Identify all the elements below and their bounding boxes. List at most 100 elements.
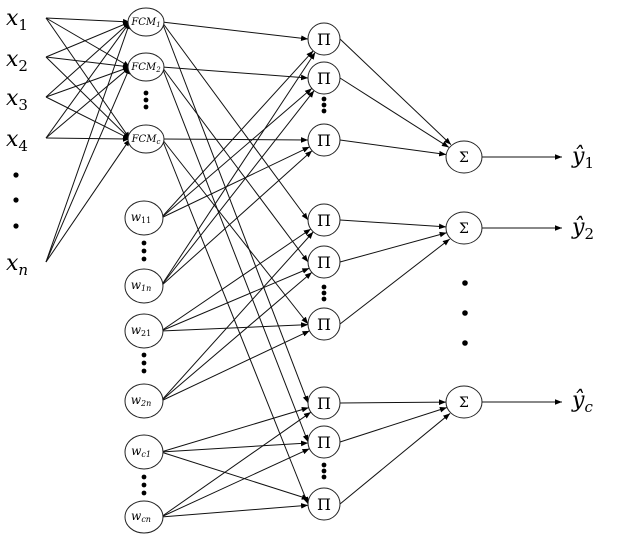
- output-y1-label: ŷ1: [571, 144, 594, 172]
- edge-28: [160, 90, 315, 287]
- edge-5: [45, 56, 131, 140]
- edge-49: [339, 407, 448, 443]
- svg-text:Π: Π: [317, 131, 331, 150]
- svg-text:FCM2: FCM2: [130, 62, 161, 74]
- edge-22: [161, 138, 309, 325]
- product-node-4: Π: [307, 203, 341, 237]
- dot-w2-3: [141, 368, 147, 374]
- edge-47: [339, 238, 451, 325]
- svg-text:Σ: Σ: [459, 150, 469, 166]
- edge-36: [160, 406, 309, 453]
- edge-33: [160, 231, 314, 402]
- svg-text:Π: Π: [317, 315, 331, 334]
- sum-node-c: Σ: [445, 385, 483, 419]
- dot-pi2-1: [321, 284, 327, 290]
- input-labels: x1 x2 x3 x4 xn: [6, 6, 28, 279]
- output-labels: ŷ1 ŷ2 ŷc: [571, 144, 594, 416]
- weight-node-wc1: wc1: [124, 434, 164, 470]
- weight-node-w21: w21: [124, 313, 164, 349]
- edge-13: [45, 66, 131, 263]
- svg-text:w2n: w2n: [131, 393, 152, 408]
- dot-pi3-2: [321, 468, 327, 474]
- edge-14: [45, 138, 131, 263]
- edge-20: [161, 66, 309, 443]
- weight-node-w11: w11: [124, 200, 164, 236]
- dot-w2-2: [141, 360, 147, 366]
- dot-pi1-1: [321, 96, 327, 102]
- dot-w2-1: [141, 352, 147, 358]
- dot-sum-3: [462, 340, 468, 346]
- connection-edges: [45, 17, 562, 518]
- edge-16: [161, 21, 309, 221]
- edge-45: [339, 219, 447, 230]
- svg-text:w21: w21: [131, 323, 151, 338]
- dot-input-2: [13, 197, 19, 203]
- dot-pi2-2: [321, 290, 327, 296]
- svg-text:Σ: Σ: [459, 221, 469, 237]
- edge-34: [160, 272, 313, 402]
- edge-2: [45, 17, 131, 140]
- edge-46: [339, 231, 447, 263]
- edge-3: [45, 21, 131, 58]
- svg-text:FCMc: FCMc: [131, 134, 161, 146]
- sum-node-2: Σ: [445, 211, 483, 245]
- product-node-6: Π: [307, 307, 341, 341]
- edge-18: [161, 66, 309, 81]
- input-x3-label: x3: [6, 86, 28, 114]
- dot-wc-3: [141, 490, 147, 496]
- edge-39: [160, 411, 312, 518]
- dot-w1-1: [141, 240, 147, 246]
- dot-input-3: [13, 223, 19, 229]
- input-x2-label: x2: [6, 47, 28, 75]
- edge-44: [339, 139, 447, 157]
- edge-29: [160, 150, 313, 287]
- svg-text:FCM1: FCM1: [130, 17, 160, 29]
- input-xn-label: xn: [6, 251, 28, 279]
- output-yc-label: ŷc: [571, 388, 593, 416]
- edge-7: [45, 66, 131, 98]
- fcm-layer: FCM1 FCM2 FCMc: [127, 7, 165, 154]
- edge-40: [160, 448, 310, 518]
- edge-38: [160, 451, 309, 500]
- dot-sum-2: [462, 310, 468, 316]
- edge-24: [160, 50, 314, 219]
- edge-12: [45, 21, 131, 263]
- product-node-5: Π: [307, 245, 341, 279]
- dot-pi3-3: [321, 474, 327, 480]
- dot-fcm-2: [143, 97, 149, 103]
- svg-text:Π: Π: [317, 211, 331, 230]
- ellipsis-dots: [13, 90, 468, 496]
- output-y2-label: ŷ2: [571, 215, 594, 243]
- svg-text:wcn: wcn: [131, 509, 151, 524]
- edge-10: [45, 66, 131, 139]
- edge-8: [45, 96, 131, 140]
- edge-26: [160, 146, 310, 219]
- sum-node-1: Σ: [445, 140, 483, 174]
- dot-fcm-3: [143, 104, 149, 110]
- svg-text:Π: Π: [317, 30, 331, 49]
- weight-layer: w11 w1n w21 w2n wc1 wcn: [124, 200, 164, 534]
- svg-text:w11: w11: [131, 210, 151, 225]
- dot-wc-1: [141, 474, 147, 480]
- edge-37: [160, 440, 309, 453]
- product-node-1: Π: [307, 22, 341, 56]
- edge-25: [160, 88, 313, 219]
- edge-23: [161, 138, 309, 505]
- edge-19: [161, 66, 309, 263]
- dot-sum-1: [462, 280, 468, 286]
- svg-text:wc1: wc1: [131, 444, 151, 459]
- fcm-node-2: FCM2: [127, 52, 165, 82]
- edge-43: [339, 77, 450, 148]
- svg-text:Σ: Σ: [459, 395, 469, 411]
- dot-w1-3: [141, 256, 147, 262]
- svg-text:Π: Π: [317, 69, 331, 88]
- edge-30: [160, 228, 312, 332]
- edge-15: [161, 21, 309, 41]
- edge-11: [45, 136, 131, 142]
- dot-pi3-1: [321, 462, 327, 468]
- edge-6: [45, 21, 131, 98]
- edge-42: [339, 38, 452, 145]
- edge-41: [160, 503, 309, 518]
- dot-pi2-3: [321, 296, 327, 302]
